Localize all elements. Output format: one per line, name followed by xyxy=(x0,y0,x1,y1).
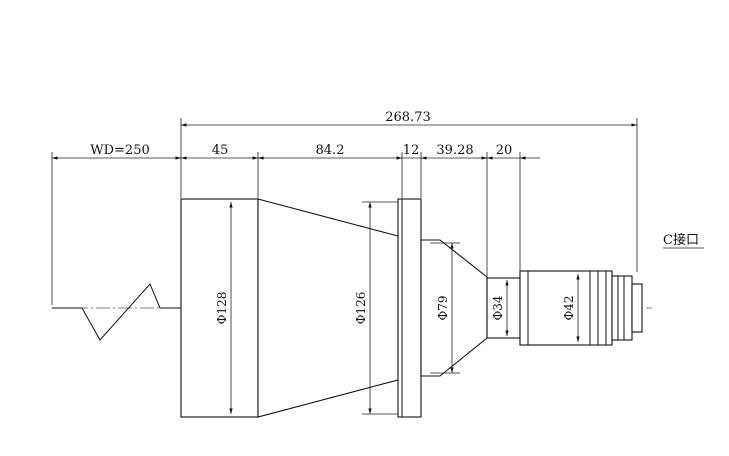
dim-working-distance: WD=250 xyxy=(90,143,150,158)
dimension-lines xyxy=(52,123,637,160)
dia-34: Φ34 xyxy=(491,295,505,320)
dia-42: Φ42 xyxy=(562,295,576,320)
dim-seg4: 39.28 xyxy=(436,143,473,158)
dim-seg5: 20 xyxy=(496,143,513,158)
dim-total: 268.73 xyxy=(385,110,431,125)
taper-section xyxy=(257,198,399,418)
mount-label: C接口 xyxy=(663,232,699,248)
dia-128: Φ128 xyxy=(215,292,229,325)
dim-seg2: 84.2 xyxy=(316,143,345,158)
diameter-lines xyxy=(229,201,580,415)
lens-body xyxy=(180,198,643,418)
dim-seg1: 45 xyxy=(212,143,229,158)
dim-seg3: 12 xyxy=(403,143,420,158)
front-barrel xyxy=(180,198,259,418)
neck xyxy=(486,277,521,339)
c-mount xyxy=(611,275,633,341)
rear-cone xyxy=(420,239,488,377)
flange xyxy=(397,198,422,418)
dia-126: Φ126 xyxy=(354,292,368,325)
working-distance-break-line xyxy=(52,283,180,341)
dia-79: Φ79 xyxy=(436,295,450,320)
rear-barrel xyxy=(519,270,613,346)
